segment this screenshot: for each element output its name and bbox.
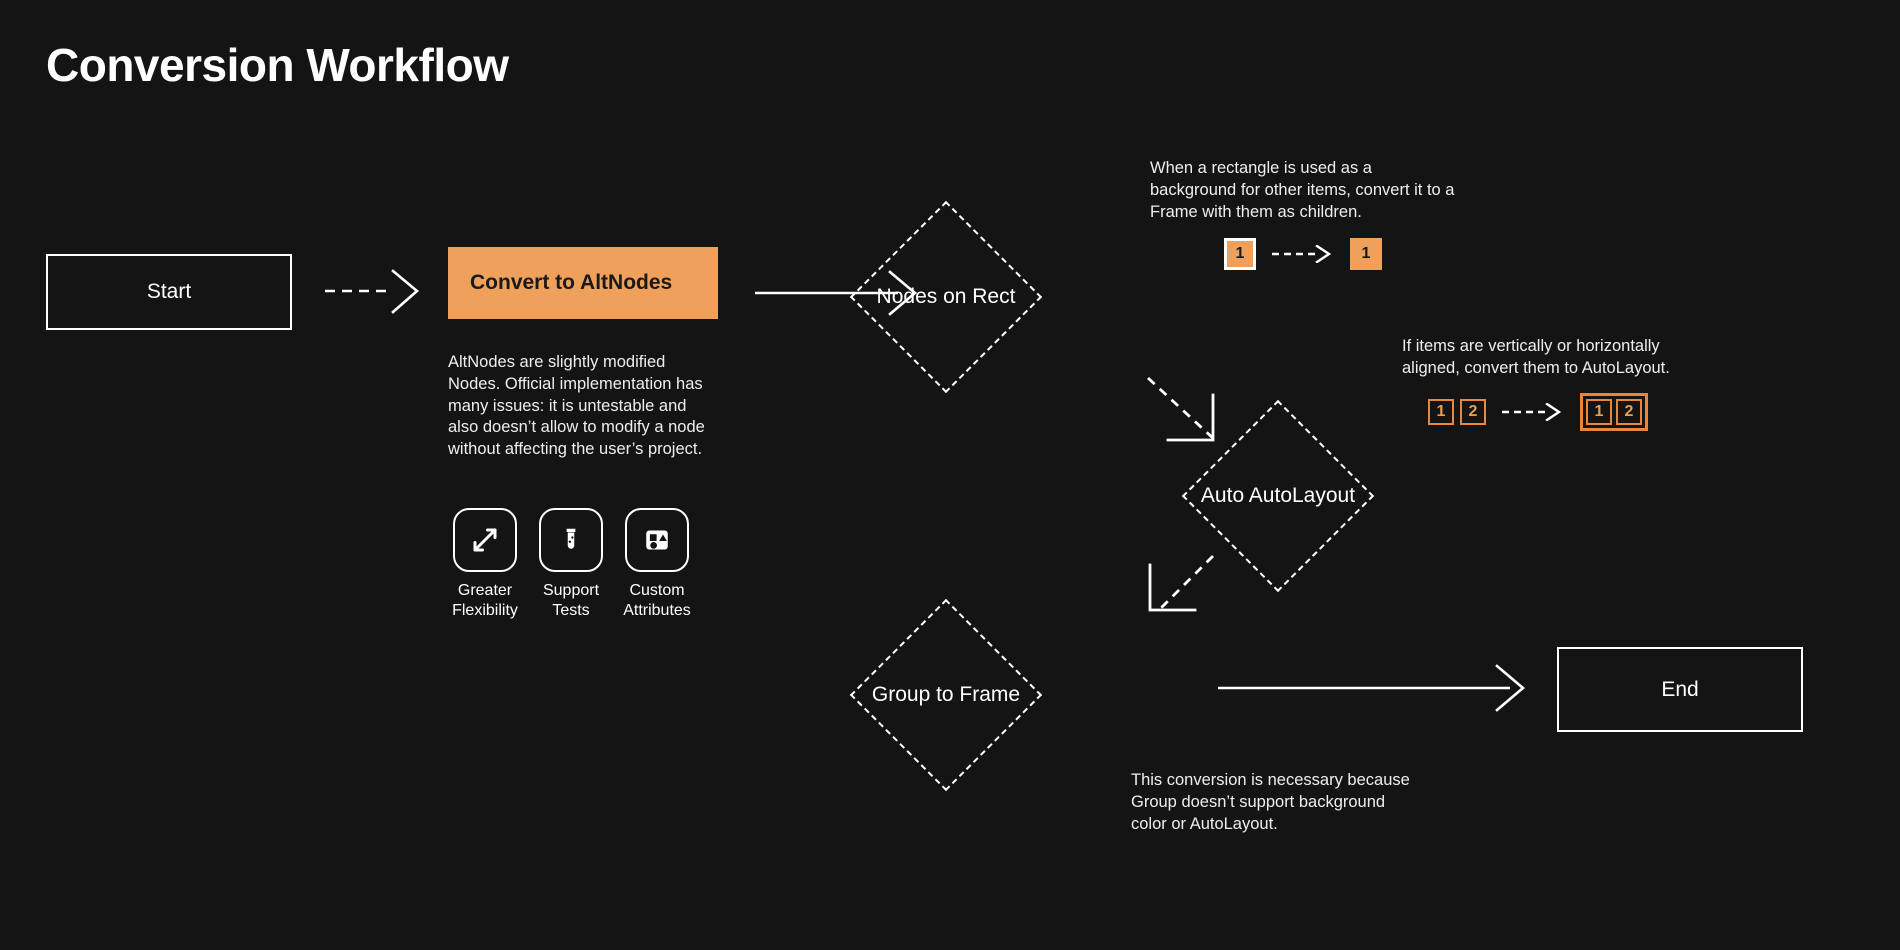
feature-label: Greater Flexibility (443, 581, 527, 621)
shapes-icon (625, 508, 689, 572)
connector-autoautolayout-to-grouptoframe (1148, 555, 1214, 613)
node-start[interactable]: Start (46, 254, 292, 330)
badge-after-2: 2 (1616, 399, 1642, 425)
feature-label-line1: Support (542, 582, 600, 599)
feature-label-line1: Custom (629, 582, 685, 599)
node-convert-to-altnodes[interactable]: Convert to AltNodes (448, 247, 718, 319)
connector-nodesonrect-to-autoautolayout (1147, 376, 1216, 442)
node-group-to-frame[interactable]: Group to Frame (849, 598, 1043, 792)
note-auto-autolayout: If items are vertically or horizontally … (1402, 337, 1670, 377)
node-end[interactable]: End (1557, 647, 1803, 732)
mini-arrow-icon (1502, 402, 1564, 422)
feature-label-line2: Attributes (623, 602, 691, 619)
node-nodes-on-rect[interactable]: Nodes on Rect (849, 200, 1043, 394)
badge-example-nodes-on-rect: 1 1 (1224, 238, 1382, 270)
node-nodes-on-rect-label: Nodes on Rect (876, 285, 1016, 308)
node-convert-label: Convert to AltNodes (470, 271, 673, 294)
badge-group-before: 1 2 (1428, 399, 1486, 425)
expand-arrows-icon (453, 508, 517, 572)
feature-label-line2: Flexibility (452, 602, 518, 619)
badge-after-1: 1 (1350, 238, 1382, 270)
feature-custom-attributes[interactable]: Custom Attributes (623, 508, 691, 621)
connector-grouptoframe-to-end (1218, 664, 1526, 712)
feature-greater-flexibility[interactable]: Greater Flexibility (452, 508, 518, 621)
badge-before-1: 1 (1428, 399, 1454, 425)
feature-support-tests[interactable]: Support Tests (538, 508, 604, 621)
node-auto-autolayout-label: Auto AutoLayout (1200, 484, 1356, 507)
node-group-to-frame-label: Group to Frame (871, 683, 1021, 706)
connector-start-to-convert (325, 269, 420, 314)
test-tube-icon (539, 508, 603, 572)
feature-label-line1: Greater (457, 582, 513, 599)
badge-before-1: 1 (1224, 238, 1256, 270)
node-start-label: Start (146, 280, 192, 303)
node-end-label: End (1661, 677, 1699, 701)
feature-label: Support Tests (529, 581, 613, 621)
page-title: Conversion Workflow (46, 39, 509, 91)
note-nodes-on-rect: When a rectangle is used as a background… (1150, 159, 1455, 221)
note-convert-description: AltNodes are slightly modified Nodes. Of… (448, 353, 705, 459)
badge-example-auto-autolayout: 1 2 1 2 (1428, 393, 1648, 431)
feature-label: Custom Attributes (615, 581, 699, 621)
feature-list: Greater Flexibility Support Tests (452, 508, 691, 621)
badge-after-1: 1 (1586, 399, 1612, 425)
mini-arrow-icon (1272, 244, 1334, 264)
badge-before-2: 2 (1460, 399, 1486, 425)
note-group-to-frame: This conversion is necessary because Gro… (1131, 771, 1410, 833)
badge-group-after: 1 2 (1580, 393, 1648, 431)
feature-label-line2: Tests (552, 602, 590, 619)
node-auto-autolayout[interactable]: Auto AutoLayout (1181, 399, 1375, 593)
